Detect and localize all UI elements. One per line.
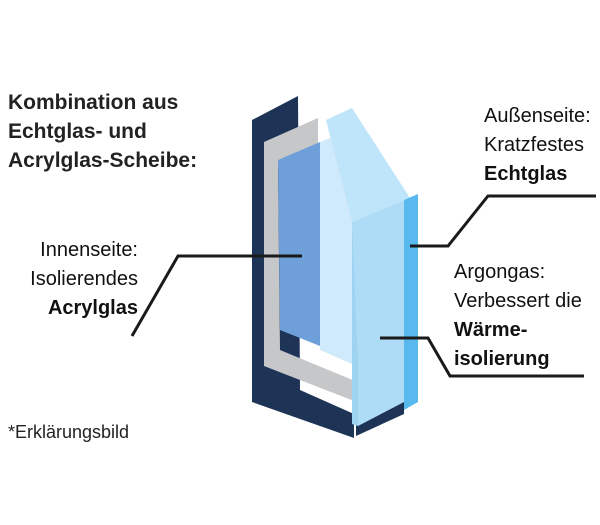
gas-benefit-line-1: Wärme- [454,319,528,341]
gas-heading: Argongas: [454,261,546,283]
inner-leader-line [130,254,302,337]
gas-description: Verbessert die [454,290,582,312]
acrylic-pane [278,142,320,346]
inner-heading: Innenseite: [40,239,138,261]
glass-pane-top [326,108,410,222]
outer-description: Kratzfestes [484,134,585,156]
glass-pane-front [352,200,404,426]
footnote: *Erklärungsbild [8,422,130,442]
gas-leader-line [380,336,584,378]
inner-material: Acrylglas [47,297,138,319]
title-line-2: Echtglas- und [8,120,147,143]
outer-heading: Außenseite: [484,105,591,127]
glass-pane-side [352,222,358,426]
outer-leader-line [410,194,596,248]
title-line-3: Acrylglas-Scheibe: [8,149,198,172]
gas-benefit-line-2: isolierung [454,348,550,370]
inner-side-label: Innenseite: Isolierendes Acrylglas [8,236,138,323]
spacer-frame [264,118,372,408]
outer-side-label: Außenseite: Kratzfestes Echtglas [484,102,596,189]
inner-description: Isolierendes [30,268,138,290]
argon-gas-label: Argongas: Verbessert die Wärme- isolieru… [454,258,594,374]
outer-material: Echtglas [484,163,568,185]
glass-pane-edge [404,194,418,410]
diagram-title: Kombination aus Echtglas- und Acrylglas-… [8,88,248,175]
title-line-1: Kombination aus [8,91,179,114]
